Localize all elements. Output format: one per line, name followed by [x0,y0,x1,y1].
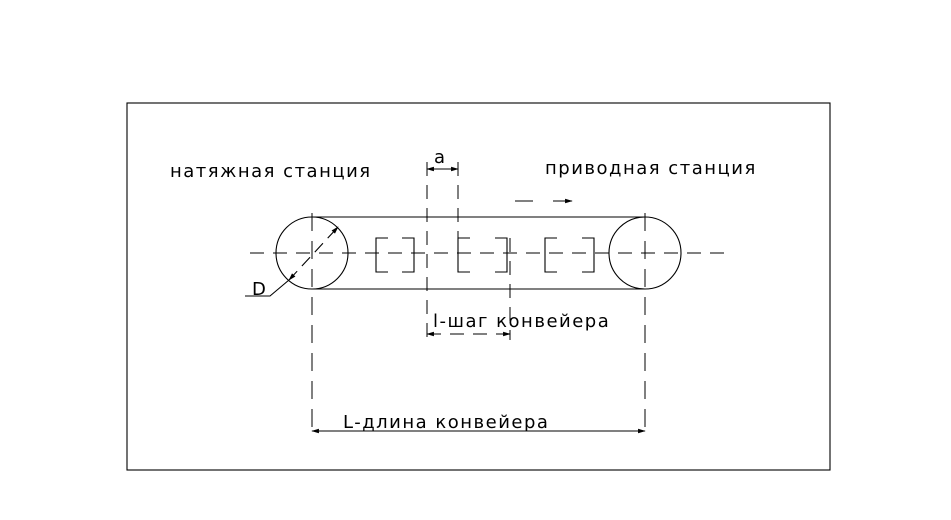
load-unit-1 [375,237,415,273]
drawing-frame [126,102,831,471]
spacing-label: a [434,147,447,168]
length-label: L-длина конвейера [343,412,549,433]
diameter-line [288,226,339,281]
tension-station-label: натяжная станция [170,161,372,182]
diameter-label: D [252,279,267,300]
pitch-label: l-шаг конвейера [433,311,610,332]
load-unit-3 [544,237,595,273]
diameter-leader [245,279,290,297]
drive-station-label: приводная станция [545,158,757,179]
load-unit-2 [457,237,508,273]
